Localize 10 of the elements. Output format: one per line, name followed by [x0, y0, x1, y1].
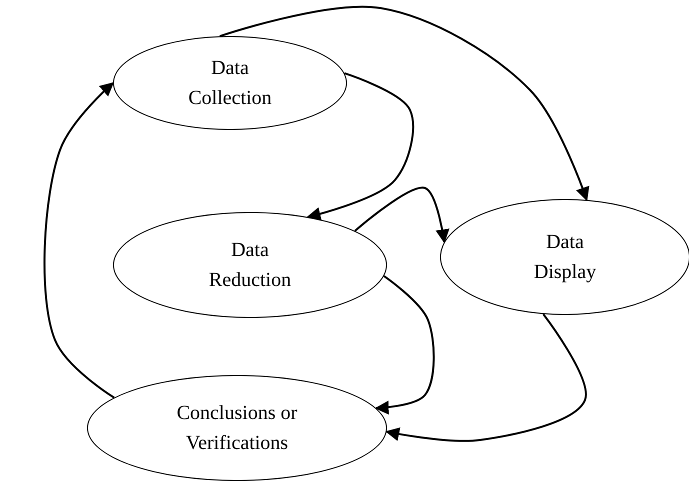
arrow [354, 186, 450, 244]
node-label: Data Display [532, 230, 598, 285]
arrow [44, 82, 115, 398]
node-label: Data Collection [187, 56, 273, 111]
arrow [220, 6, 590, 202]
node-label: Data Reduction [208, 238, 292, 293]
node-label: Conclusions or Verifications [176, 401, 298, 456]
arrow [374, 275, 435, 415]
arrow [306, 72, 414, 221]
arrow [385, 314, 587, 442]
